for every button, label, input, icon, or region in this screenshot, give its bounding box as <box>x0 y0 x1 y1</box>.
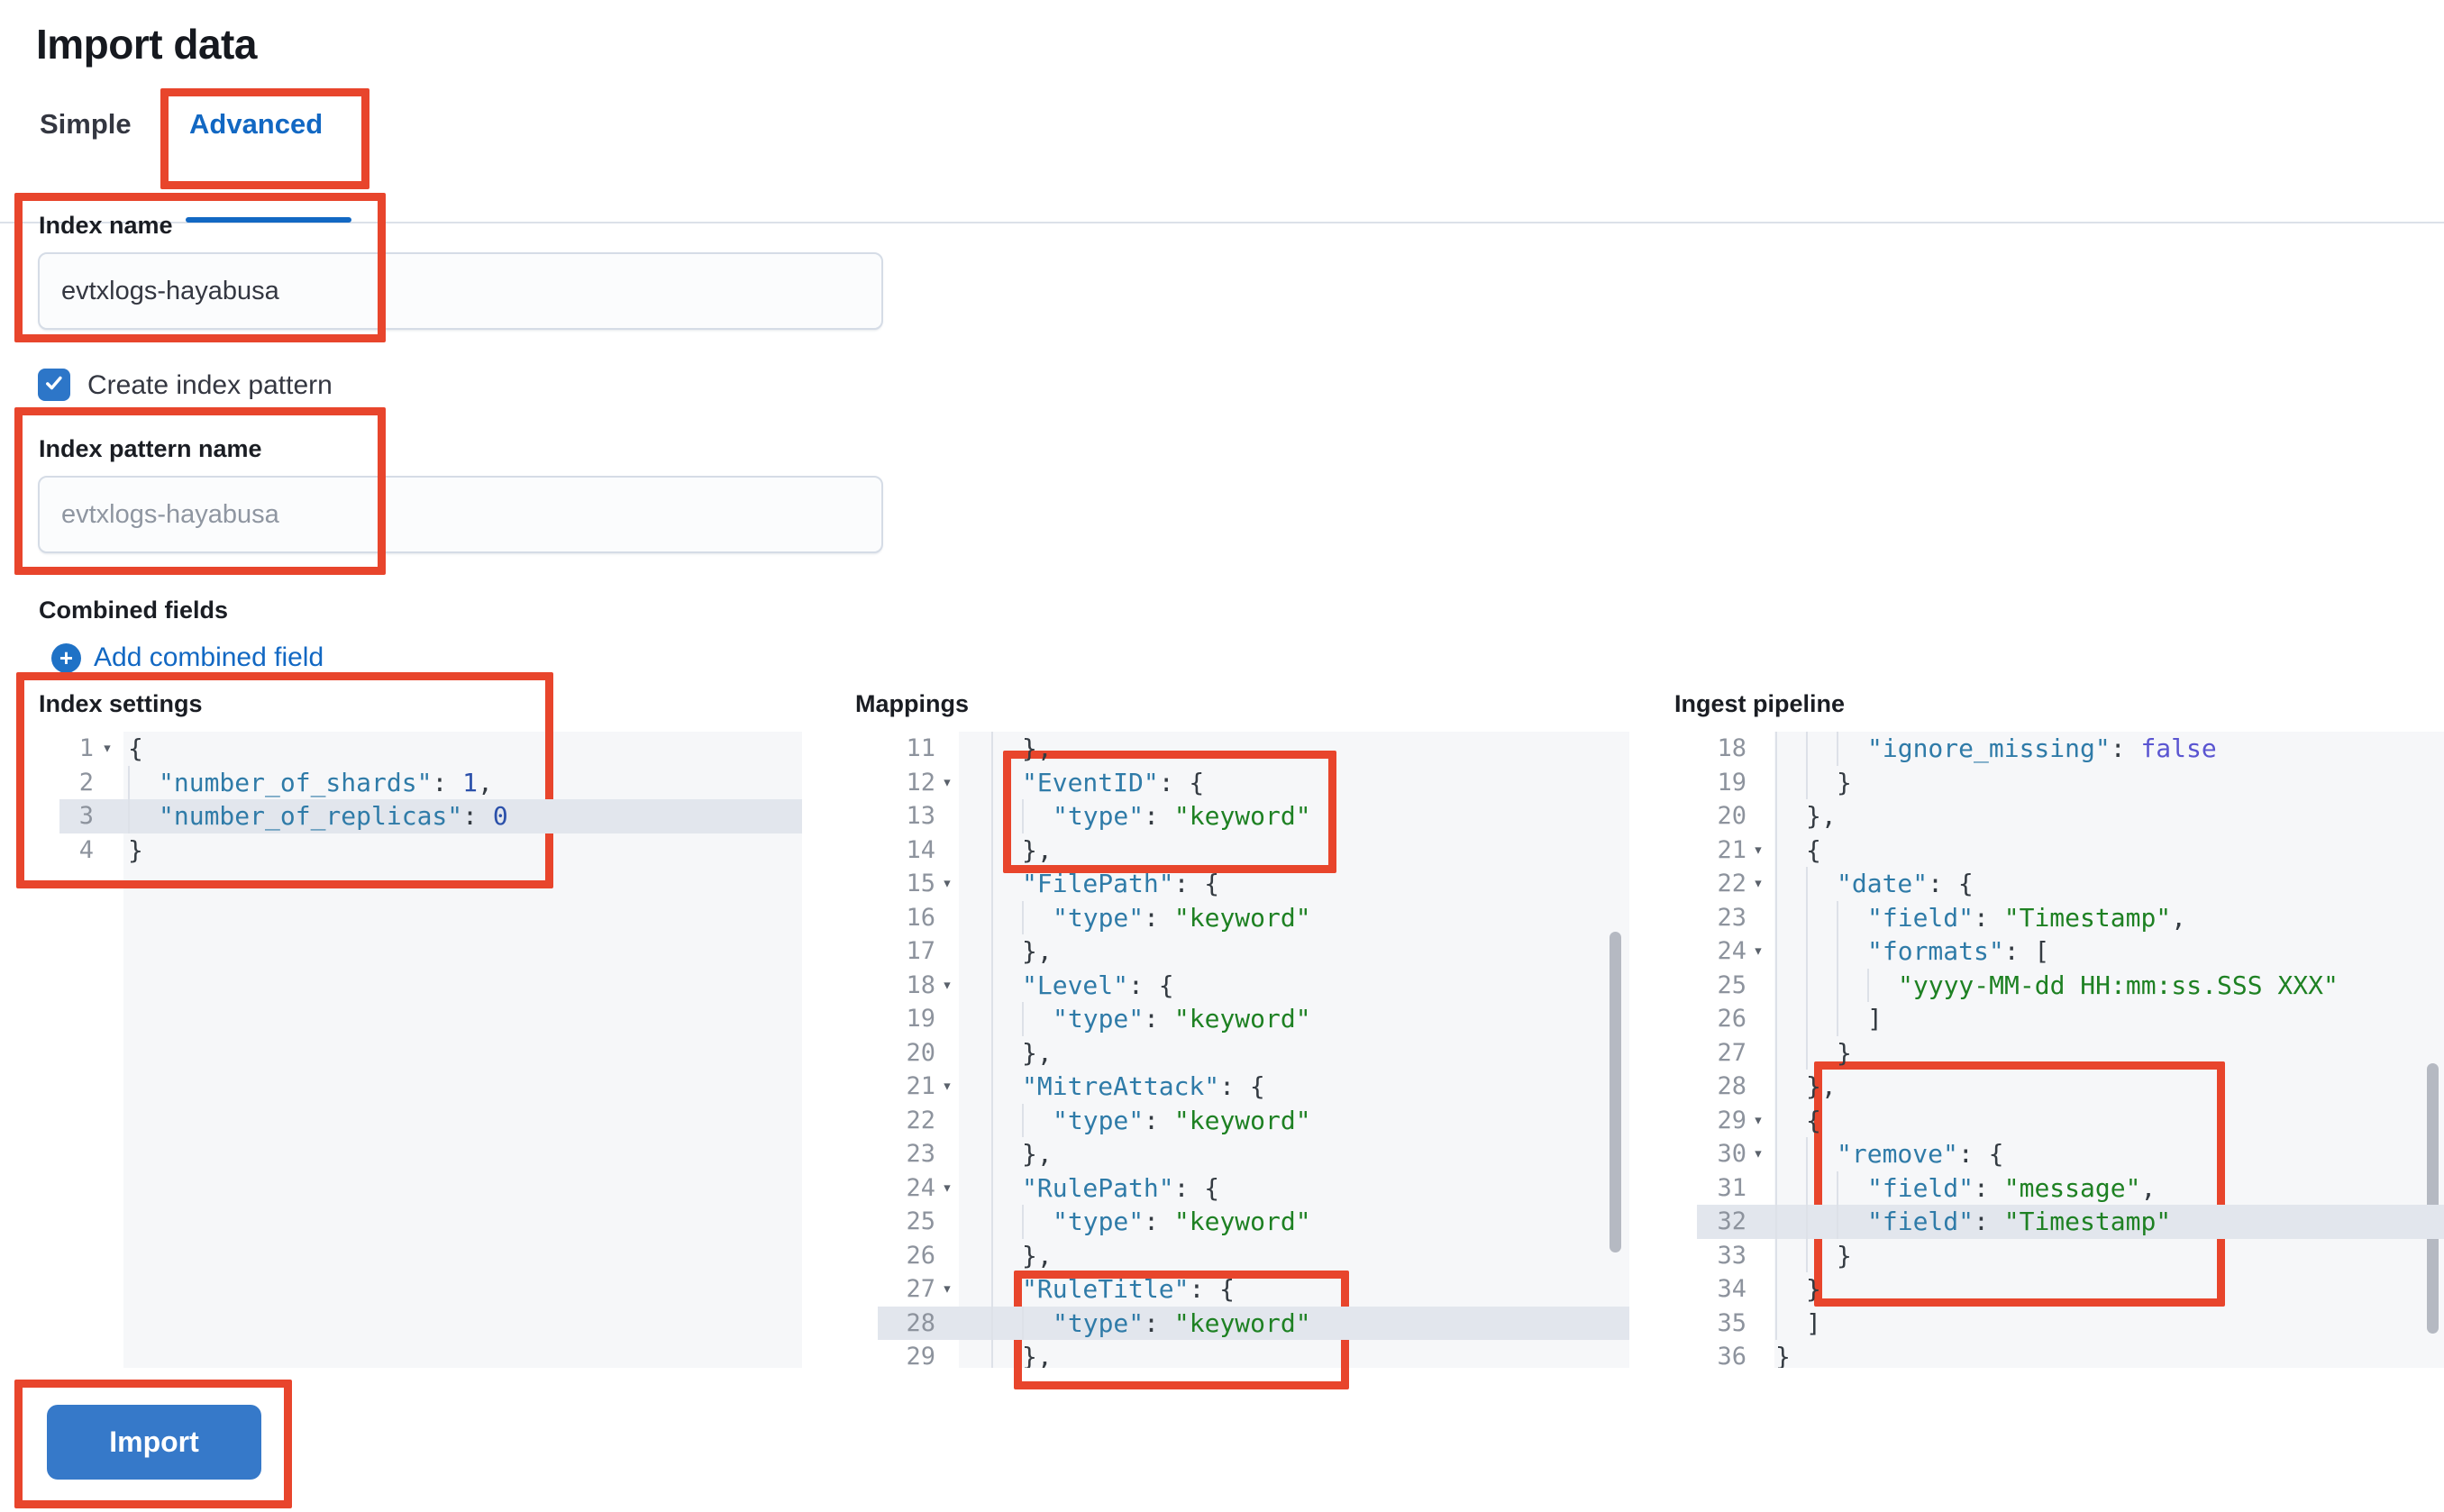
code-line-35: 35] <box>1697 1306 2444 1340</box>
code-line-2: 2"number_of_shards": 1, <box>59 765 802 799</box>
code-line-20: 20}, <box>878 1035 1629 1070</box>
code-line-31: 31"field": "message", <box>1697 1170 2444 1205</box>
index-name-label: Index name <box>39 212 173 239</box>
code-line-29: 29▾{ <box>1697 1103 2444 1137</box>
code-line-27: 27} <box>1697 1035 2444 1070</box>
tab-advanced[interactable]: Advanced <box>189 108 324 140</box>
code-line-21: 21▾{ <box>1697 833 2444 867</box>
tab-divider <box>0 222 2444 223</box>
code-line-26: 26}, <box>878 1238 1629 1272</box>
code-line-17: 17}, <box>878 934 1629 969</box>
index-pattern-name-input[interactable] <box>38 476 883 553</box>
code-line-19: 19"type": "keyword" <box>878 1002 1629 1036</box>
tab-active-underline <box>186 217 351 223</box>
code-line-4: 4} <box>78 834 143 865</box>
code-line-18: 18"ignore_missing": false <box>1697 732 2444 766</box>
code-line-13: 13"type": "keyword" <box>878 799 1629 833</box>
code-line-22: 22▾"date": { <box>1697 867 2444 901</box>
create-index-pattern-label: Create index pattern <box>87 370 333 400</box>
code-line-24: 24▾"RulePath": { <box>878 1170 1629 1205</box>
code-line-30: 30▾"remove": { <box>1697 1137 2444 1171</box>
ingest-pipeline-scrollbar[interactable] <box>2427 1063 2439 1334</box>
create-index-pattern-checkbox[interactable] <box>38 369 70 401</box>
code-line-1: 1▾{ <box>78 733 143 763</box>
code-line-24: 24▾"formats": [ <box>1697 934 2444 969</box>
plus-icon: + <box>51 642 81 673</box>
combined-fields-label: Combined fields <box>39 597 229 624</box>
import-button[interactable]: Import <box>47 1405 261 1480</box>
page-title: Import data <box>36 21 257 68</box>
index-name-input[interactable] <box>38 252 883 330</box>
code-line-34: 34} <box>1697 1272 2444 1307</box>
index-pattern-name-label: Index pattern name <box>39 435 262 462</box>
code-line-3: 3"number_of_replicas": 0 <box>59 799 802 833</box>
ingest-pipeline-label: Ingest pipeline <box>1674 690 1846 717</box>
code-line-25: 25"type": "keyword" <box>878 1205 1629 1239</box>
code-line-27: 27▾"RuleTitle": { <box>878 1272 1629 1307</box>
code-line-15: 15▾"FilePath": { <box>878 867 1629 901</box>
code-line-11: 11}, <box>878 732 1629 766</box>
index-settings-label: Index settings <box>39 690 203 717</box>
code-line-28: 28}, <box>1697 1070 2444 1104</box>
add-combined-field-label: Add combined field <box>94 642 324 672</box>
index-settings-editor[interactable]: 1▾{2"number_of_shards": 1,3"number_of_re… <box>59 732 802 1368</box>
code-line-23: 23"field": "Timestamp", <box>1697 900 2444 934</box>
mappings-label: Mappings <box>855 690 969 717</box>
code-line-16: 16"type": "keyword" <box>878 900 1629 934</box>
code-line-25: 25"yyyy-MM-dd HH:mm:ss.SSS XXX" <box>1697 968 2444 1002</box>
code-line-23: 23}, <box>878 1137 1629 1171</box>
code-line-28: 28"type": "keyword" <box>878 1306 1629 1340</box>
code-line-21: 21▾"MitreAttack": { <box>878 1070 1629 1104</box>
mappings-editor[interactable]: 11},12▾"EventID": {13"type": "keyword"14… <box>878 732 1629 1368</box>
code-line-12: 12▾"EventID": { <box>878 765 1629 799</box>
add-combined-field-link[interactable]: + Add combined field <box>51 642 324 673</box>
mappings-scrollbar[interactable] <box>1610 932 1621 1252</box>
code-line-22: 22"type": "keyword" <box>878 1103 1629 1137</box>
code-line-33: 33} <box>1697 1238 2444 1272</box>
code-line-19: 19} <box>1697 765 2444 799</box>
tab-simple[interactable]: Simple <box>40 108 132 140</box>
code-line-36: 36} <box>1717 1342 1791 1368</box>
checkmark-icon <box>43 372 65 398</box>
code-line-29: 29}, <box>878 1340 1629 1368</box>
code-line-32: 32"field": "Timestamp" <box>1697 1205 2444 1239</box>
code-line-26: 26] <box>1697 1002 2444 1036</box>
code-line-20: 20}, <box>1697 799 2444 833</box>
code-line-18: 18▾"Level": { <box>878 968 1629 1002</box>
code-line-14: 14}, <box>878 833 1629 867</box>
